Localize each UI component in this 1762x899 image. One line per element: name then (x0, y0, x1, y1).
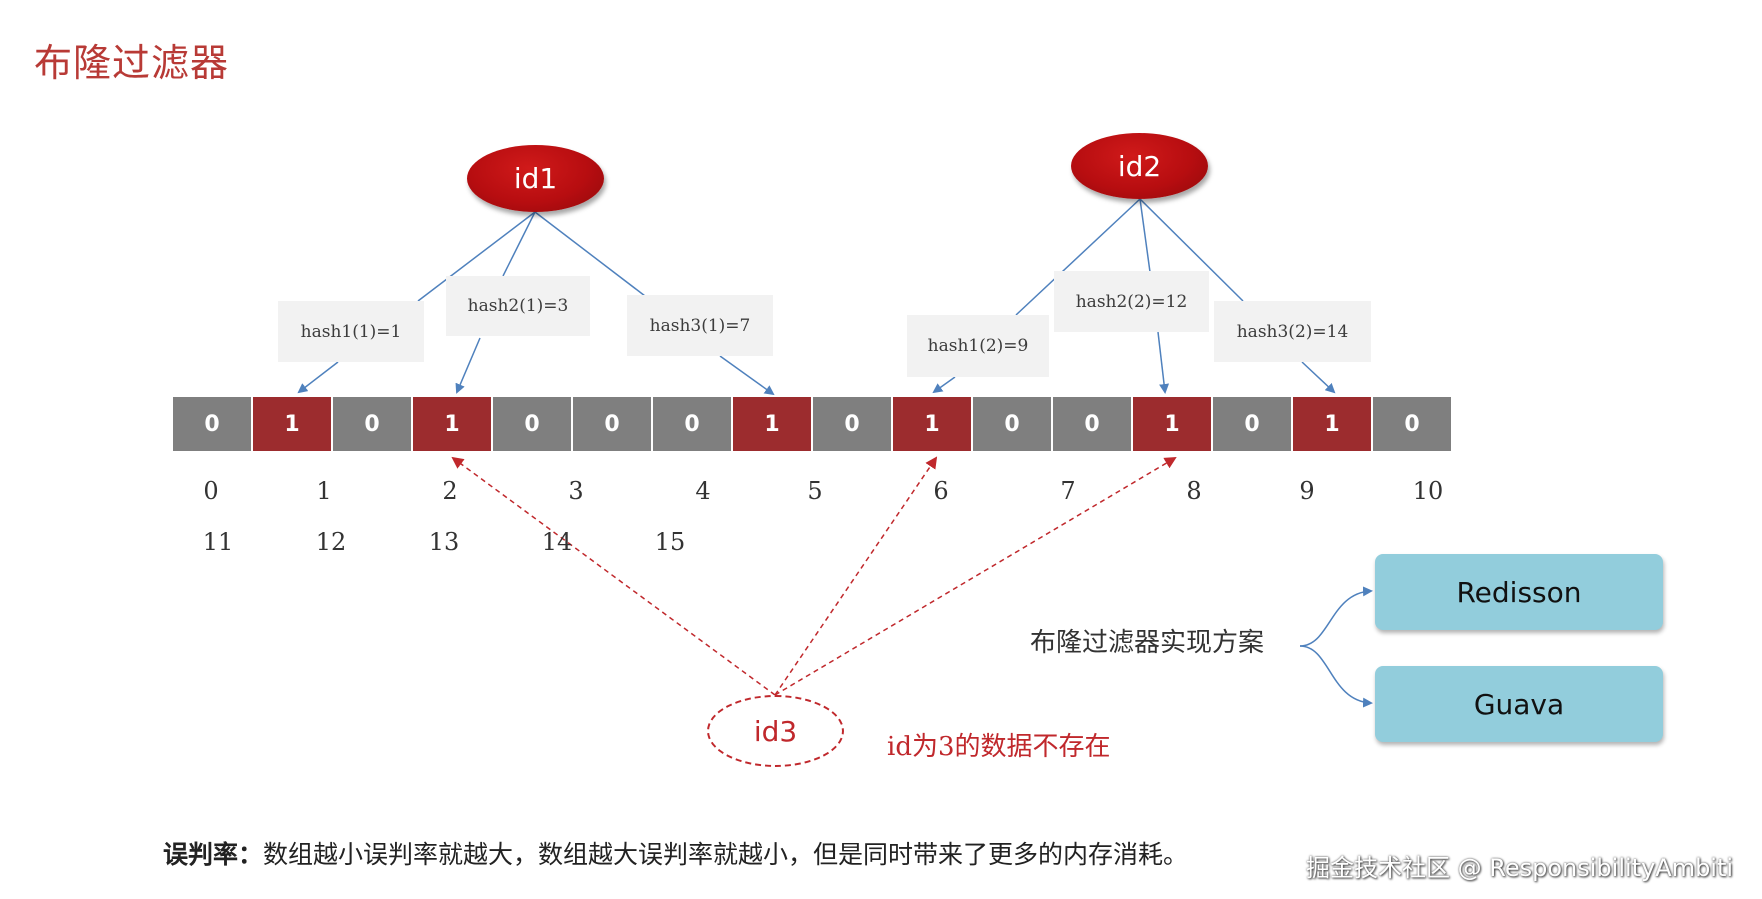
footnote-text: 数组越小误判率就越大，数组越大误判率就越小，但是同时带来了更多的内存消耗。 (263, 840, 1189, 869)
index-label: 2 (442, 477, 458, 505)
index-label: 1 (316, 477, 332, 505)
impl-box-guava: Guava (1375, 666, 1663, 742)
edge-id1-hash1 (417, 211, 536, 302)
footnote-label: 误判率： (163, 840, 264, 869)
arrow-hash2-1-bit3 (455, 337, 481, 394)
bit-cell: 0 (1373, 397, 1451, 451)
hash-box-hash2-2: hash2(2)=12 (1054, 271, 1209, 332)
impl-brace-lower (1299, 645, 1373, 708)
index-label: 10 (1412, 477, 1444, 505)
bit-cell: 0 (173, 397, 251, 451)
edge-id2-hash3 (1139, 198, 1244, 302)
index-label: 4 (695, 477, 711, 505)
index-label: 5 (807, 477, 823, 505)
index-label: 7 (1060, 477, 1076, 505)
bit-cell: 1 (893, 397, 971, 451)
index-label: 6 (933, 477, 949, 505)
index-label: 8 (1186, 477, 1202, 505)
not-exist-note: id为3的数据不存在 (887, 732, 1111, 762)
bit-cell: 0 (493, 397, 571, 451)
page-title: 布隆过滤器 (34, 41, 230, 85)
bit-cell: 1 (413, 397, 491, 451)
arrow-hash3-1-bit7 (719, 355, 775, 396)
bit-cell: 0 (1213, 397, 1291, 451)
arrow-hash2-2-bit12 (1157, 331, 1170, 394)
bit-cell: 0 (653, 397, 731, 451)
edge-id2-hash1 (1015, 198, 1141, 316)
index-label: 3 (568, 477, 584, 505)
node-id3: id3 (707, 695, 844, 767)
footnote: 误判率：数组越小误判率就越大，数组越大误判率就越小，但是同时带来了更多的内存消耗… (163, 835, 1188, 871)
index-label: 0 (203, 477, 219, 505)
dashed-arrow-id3-bit9 (774, 456, 938, 696)
index-label: 9 (1299, 477, 1315, 505)
bit-cell: 0 (813, 397, 891, 451)
bit-cell: 0 (333, 397, 411, 451)
bit-cell: 1 (733, 397, 811, 451)
impl-box-redisson: Redisson (1375, 554, 1663, 630)
index-label: 13 (428, 528, 460, 556)
bit-cell: 1 (1133, 397, 1211, 451)
arrow-hash3-2-bit14 (1301, 361, 1336, 394)
edge-id1-hash3 (534, 211, 646, 297)
hash-box-hash3-1: hash3(1)=7 (627, 295, 773, 356)
edge-id1-hash2 (502, 211, 536, 277)
arrow-hash1-1-bit1 (297, 361, 339, 394)
hash-box-hash2-1: hash2(1)=3 (446, 276, 590, 336)
bit-cell: 0 (573, 397, 651, 451)
bit-cell: 0 (973, 397, 1051, 451)
hash-box-hash3-2: hash3(2)=14 (1214, 301, 1371, 362)
index-label: 12 (315, 528, 347, 556)
impl-brace (1299, 586, 1373, 647)
bit-array: 0 1 0 1 0 0 0 1 0 1 0 0 1 0 1 0 (173, 397, 1453, 451)
watermark: 掘金技术社区 @ ResponsibilityAmbiti (1306, 854, 1734, 882)
node-id2: id2 (1071, 133, 1208, 199)
index-label: 11 (202, 528, 234, 556)
index-label: 14 (541, 528, 573, 556)
index-label: 15 (654, 528, 686, 556)
bit-cell: 1 (253, 397, 331, 451)
bit-cell: 0 (1053, 397, 1131, 451)
hash-box-hash1-2: hash1(2)=9 (907, 315, 1049, 377)
edge-id2-hash2 (1139, 198, 1151, 273)
dashed-arrow-id3-bit12 (774, 456, 1177, 696)
bit-cell: 1 (1293, 397, 1371, 451)
implementations-label: 布隆过滤器实现方案 (1030, 628, 1265, 658)
node-id1: id1 (467, 145, 604, 212)
arrow-hash1-2-bit9 (932, 376, 956, 394)
hash-box-hash1-1: hash1(1)=1 (278, 301, 424, 362)
dashed-arrow-id3-bit3 (451, 456, 776, 696)
